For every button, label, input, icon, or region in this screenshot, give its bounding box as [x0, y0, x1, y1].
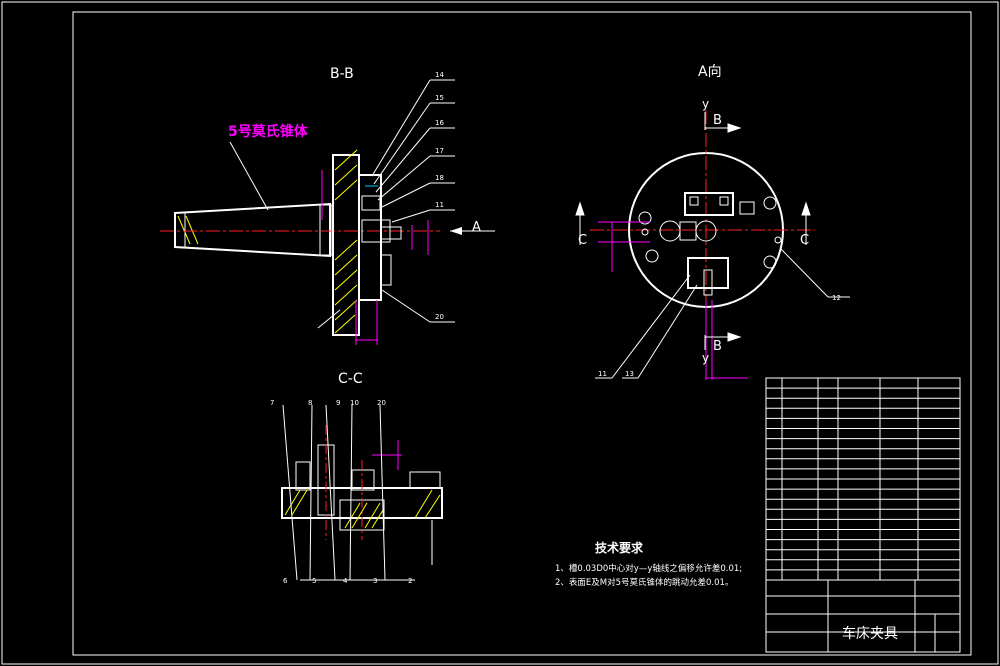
cc-balloon-20: 20	[377, 399, 386, 407]
cc-balloon-10: 10	[350, 399, 359, 407]
cc-balloon-3: 3	[373, 577, 377, 585]
cc-balloon-9: 9	[336, 399, 340, 407]
a-view-disc	[590, 110, 815, 380]
cc-balloon-6: 6	[283, 577, 288, 585]
bb-balloon-15: 15	[435, 94, 444, 102]
tech-title: 技术要求	[595, 540, 644, 555]
parts-list-table	[765, 377, 961, 581]
a-balloon-11: 11	[598, 370, 607, 378]
view-a-arrow	[450, 227, 495, 235]
a-balloon-12: 12	[832, 294, 841, 302]
section-c-left: C	[578, 233, 587, 248]
cc-section-view	[281, 425, 443, 565]
tech-line-2: 2、表面E及M对5号莫氏锥体的跳动允差0.01。	[555, 577, 733, 588]
bb-section-view	[160, 141, 440, 345]
section-b-bottom: B	[713, 339, 722, 354]
section-marks-a	[575, 112, 811, 350]
a-view-title: A向	[698, 64, 722, 80]
bb-balloon-14: 14	[435, 71, 444, 79]
cc-view-title: C-C	[338, 371, 363, 387]
taper-label: 5号莫氏锥体	[228, 123, 309, 140]
cc-balloon-8: 8	[308, 399, 312, 407]
section-c-right: C	[800, 233, 809, 248]
bb-balloon-16: 16	[435, 119, 444, 127]
axis-y-bottom: y	[702, 351, 709, 365]
cc-leaders	[282, 404, 415, 581]
drawing-name: 车床夹具	[842, 625, 898, 642]
bb-leaders	[371, 79, 455, 323]
a-balloon-13: 13	[625, 370, 634, 378]
cc-balloon-5: 5	[312, 577, 316, 585]
inner-border	[72, 11, 972, 656]
bb-balloon-11: 11	[435, 201, 444, 209]
cc-balloon-7: 7	[270, 399, 274, 407]
axis-y-top: y	[702, 97, 709, 111]
arrow-a-label: A	[472, 220, 481, 235]
title-block	[765, 579, 961, 653]
section-b-top: B	[713, 113, 722, 128]
bb-view-title: B-B	[330, 66, 354, 82]
cc-balloon-2: 2	[408, 577, 412, 585]
bb-balloon-17: 17	[435, 147, 444, 155]
bb-balloon-18: 18	[435, 174, 444, 182]
bb-balloon-20: 20	[435, 313, 444, 321]
cc-balloon-4: 4	[343, 577, 348, 585]
tech-line-1: 1、槽0.03D0中心对y—y轴线之偏移允许差0.01;	[555, 563, 742, 574]
a-leaders	[595, 247, 850, 379]
